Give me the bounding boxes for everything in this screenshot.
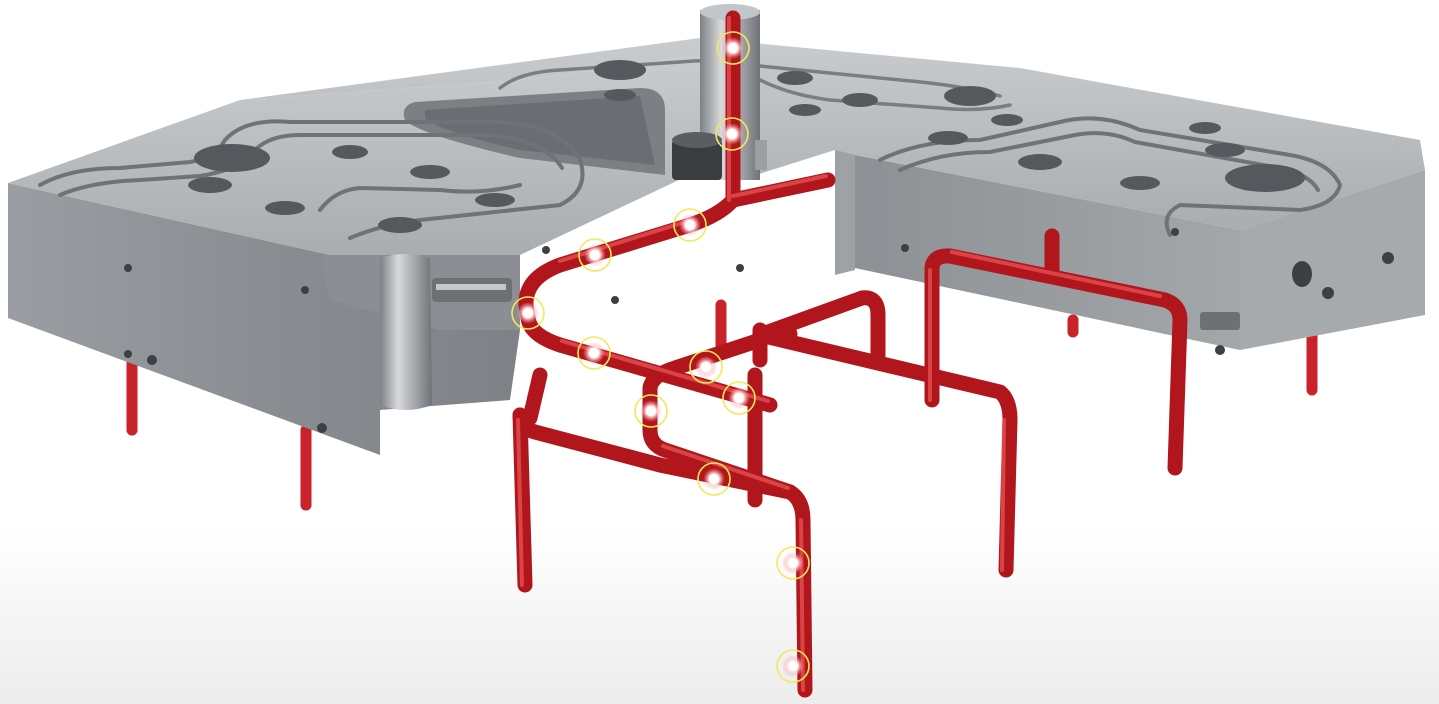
front-legs [126, 384, 312, 511]
